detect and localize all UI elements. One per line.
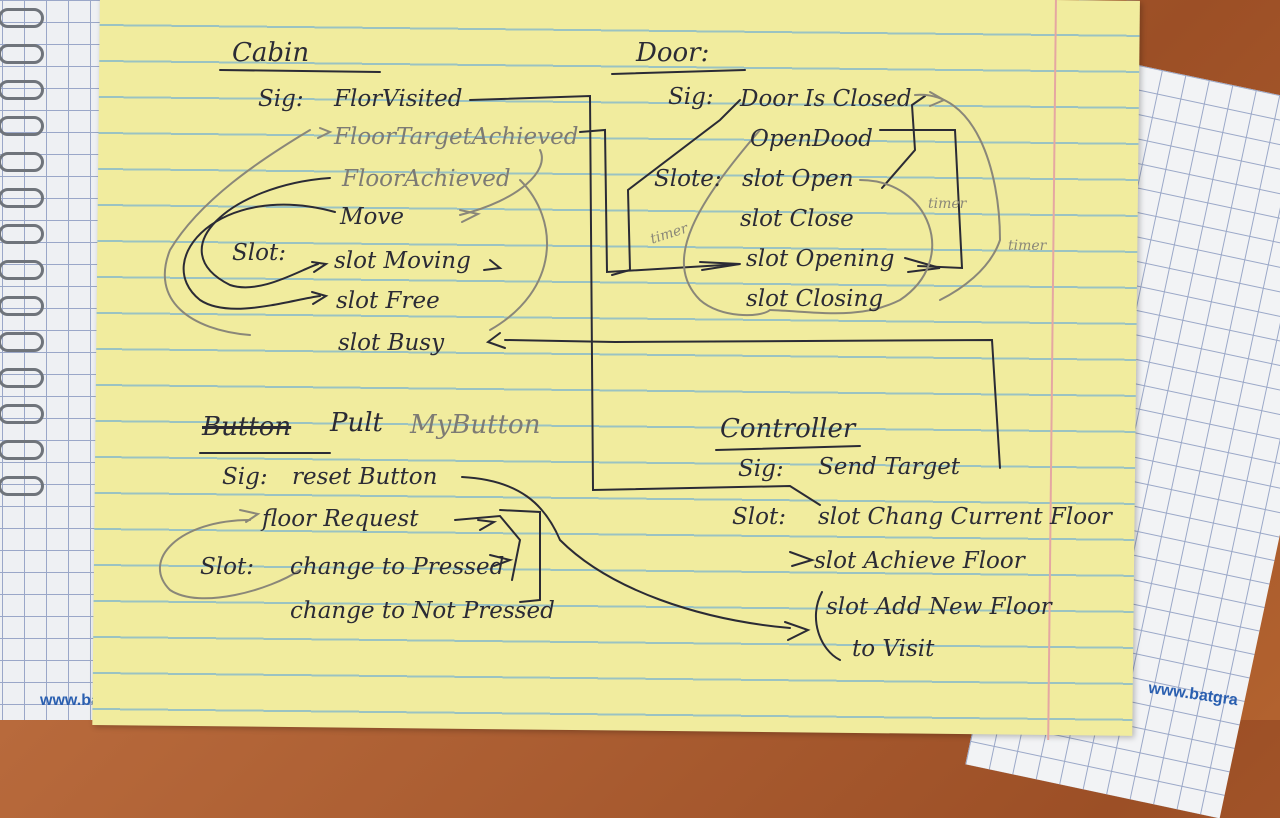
cabin-title: Cabin [232, 38, 310, 68]
controller-sig-label: Sig: [738, 456, 784, 482]
door-slot-2: slot Close [740, 206, 854, 232]
controller-slot-2: slot Achieve Floor [814, 548, 1025, 574]
ink-connector-lines [158, 69, 1002, 661]
door-sig-label: Sig: [668, 84, 714, 110]
pult-title: Pult [330, 408, 384, 438]
spiral-ring [0, 332, 44, 352]
door-slot-4: slot Closing [746, 286, 884, 312]
controller-slot-3: slot Add New Floor [826, 594, 1052, 620]
controller-title: Controller [720, 414, 856, 444]
spiral-ring [0, 296, 44, 316]
pult-slot-1: change to Pressed [290, 554, 505, 580]
cabin-signal-3: FloorAchieved [342, 166, 511, 192]
pult-title-pencil: MyButton [410, 410, 541, 440]
spiral-ring [0, 224, 44, 244]
pult-signal-2: floor Request [262, 506, 419, 532]
controller-signal-1: Send Target [818, 454, 961, 480]
pult-title-struck: Button [202, 412, 292, 442]
cabin-signal-2: FloorTargetAchieved [334, 124, 579, 150]
door-note-timer-2: timer [928, 196, 967, 212]
spiral-ring [0, 476, 44, 496]
pult-slot-2: change to Not Pressed [290, 598, 555, 624]
pult-sig-label: Sig: [222, 464, 268, 490]
spiral-ring [0, 152, 44, 172]
spiral-ring [0, 440, 44, 460]
door-signal-1: Door Is Closed [740, 86, 912, 112]
pult-signal-1: reset Button [292, 464, 438, 490]
cabin-signal-4: Move [340, 204, 405, 230]
controller-slot-4: to Visit [852, 636, 935, 662]
door-signal-2: OpenDood [750, 126, 873, 152]
cabin-slot-1: slot Moving [334, 248, 471, 274]
cabin-slot-label: Slot: [232, 240, 286, 266]
spiral-ring [0, 44, 44, 64]
spiral-ring [0, 368, 44, 388]
door-slot-1: slot Open [742, 166, 854, 192]
door-note-timer-3: timer [1008, 238, 1047, 254]
door-slot-label: Slote: [654, 166, 722, 192]
spiral-ring [0, 8, 44, 28]
pult-slot-label: Slot: [200, 554, 254, 580]
door-slot-3: slot Opening [746, 246, 895, 272]
cabin-signal-1: FlorVisited [334, 86, 463, 112]
cabin-slot-3: slot Busy [338, 330, 445, 356]
cabin-slot-2: slot Free [336, 288, 440, 314]
controller-slot-label: Slot: [732, 504, 786, 530]
controller-slot-1: slot Chang Current Floor [818, 504, 1112, 530]
spiral-ring [0, 188, 44, 208]
door-title: Door: [636, 38, 710, 68]
spiral-ring [0, 116, 44, 136]
spiral-ring [0, 80, 44, 100]
spiral-ring [0, 260, 44, 280]
spiral-ring [0, 404, 44, 424]
cabin-sig-label: Sig: [258, 86, 304, 112]
